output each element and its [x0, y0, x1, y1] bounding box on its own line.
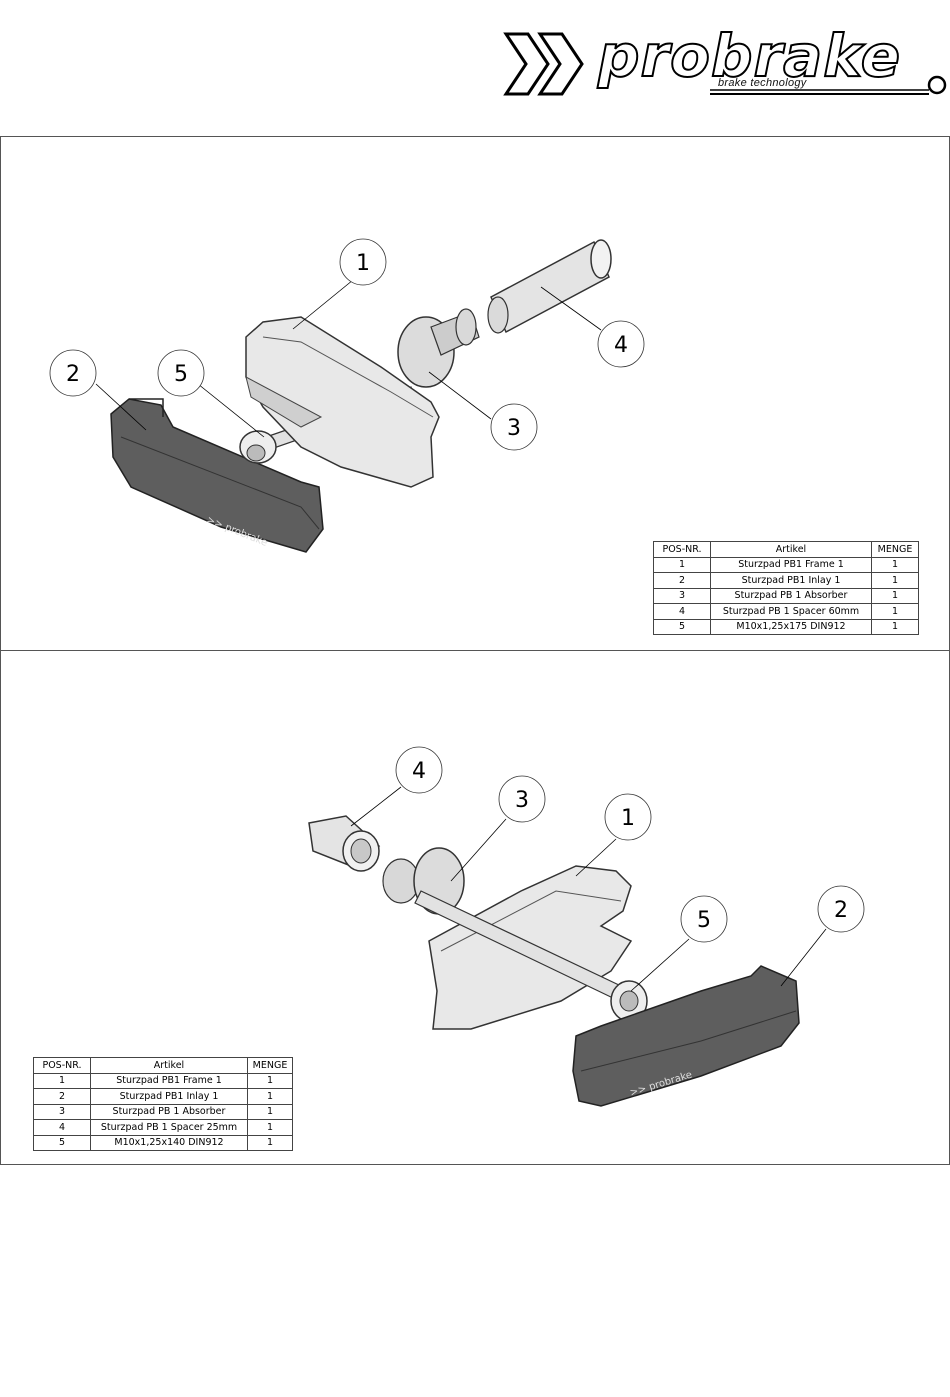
callout-3 [490, 403, 538, 451]
bom-cell: 1 [871, 603, 919, 620]
callout-1-label: 1 [621, 806, 635, 831]
bom-cell: 4 [33, 1119, 91, 1136]
bom-cell: 1 [247, 1103, 293, 1120]
bom-header-row: POS-NR. Artikel MENGE [653, 541, 919, 558]
brand-wordmark: probrake [597, 21, 902, 91]
frame-part [245, 316, 440, 488]
bom-cell: Sturzpad PB 1 Absorber [710, 587, 872, 604]
bom-cell: 1 [871, 618, 919, 635]
bom-cell: 1 [871, 572, 919, 589]
callout-4-label: 4 [412, 759, 426, 784]
bom-header-pos: POS-NR. [33, 1057, 91, 1074]
callout-2 [817, 885, 865, 933]
bom-header-menge: MENGE [871, 541, 919, 558]
bom-cell: Sturzpad PB 1 Spacer 60mm [710, 603, 872, 620]
bom-cell: 1 [871, 556, 919, 573]
bom-cell: 4 [653, 603, 711, 620]
callout-2 [49, 349, 97, 397]
bom-cell: 1 [247, 1088, 293, 1105]
bom-header-pos: POS-NR. [653, 541, 711, 558]
exploded-drawing-top: >> probrake [49, 238, 645, 553]
exploded-drawing-bottom: >> probrake 4 3 1 5 2 [308, 746, 865, 1107]
bom-cell: M10x1,25x140 DIN912 [90, 1134, 248, 1151]
bom-cell: 1 [33, 1072, 91, 1089]
bom-cell: 1 [247, 1119, 293, 1136]
bom-cell: 2 [653, 572, 711, 589]
bolt-part [414, 890, 648, 1022]
assembly-view-bottom: >> probrake 4 3 1 5 2 POS-NR. Artik [0, 650, 950, 1165]
callout-3-label: 3 [515, 788, 529, 813]
absorber-part [397, 308, 480, 388]
bom-header-menge: MENGE [247, 1057, 293, 1074]
callout-5 [157, 349, 205, 397]
brand-tagline: brake technology [718, 77, 807, 89]
callout-1-label: 1 [356, 251, 370, 276]
bom-cell: Sturzpad PB 1 Spacer 25mm [90, 1119, 248, 1136]
callout-5 [680, 895, 728, 943]
callout-1 [604, 793, 652, 841]
callout-4 [395, 746, 443, 794]
callout-3 [498, 775, 546, 823]
callout-5-label: 5 [697, 908, 711, 933]
callout-4-label: 4 [614, 333, 628, 358]
bom-header-artikel: Artikel [710, 541, 872, 558]
bom-cell: 2 [33, 1088, 91, 1105]
bom-cell: Sturzpad PB 1 Absorber [90, 1103, 248, 1120]
callout-4 [597, 320, 645, 368]
bom-cell: 1 [247, 1134, 293, 1151]
bom-cell: Sturzpad PB1 Frame 1 [710, 556, 872, 573]
callout-3-label: 3 [507, 416, 521, 441]
bom-cell: Sturzpad PB1 Inlay 1 [710, 572, 872, 589]
callout-2-label: 2 [834, 898, 848, 923]
spacer-part [308, 815, 381, 872]
bom-cell: Sturzpad PB1 Frame 1 [90, 1072, 248, 1089]
inlay-part: >> probrake [110, 398, 324, 553]
chevrons-icon [503, 32, 947, 96]
callout-1 [339, 238, 387, 286]
bom-cell: M10x1,25x175 DIN912 [710, 618, 872, 635]
bom-cell: 1 [653, 556, 711, 573]
bom-cell: 3 [653, 587, 711, 604]
callout-5-label: 5 [174, 362, 188, 387]
bom-cell: 1 [247, 1072, 293, 1089]
spacer-part [487, 239, 612, 334]
bom-cell: 3 [33, 1103, 91, 1120]
bom-header-artikel: Artikel [90, 1057, 248, 1074]
assembly-view-top: >> probrake [0, 136, 950, 651]
bom-cell: 5 [33, 1134, 91, 1151]
bom-cell: 5 [653, 618, 711, 635]
bom-cell: Sturzpad PB1 Inlay 1 [90, 1088, 248, 1105]
bom-header-row: POS-NR. Artikel MENGE [33, 1057, 293, 1074]
bom-cell: 1 [871, 587, 919, 604]
callout-2-label: 2 [66, 362, 80, 387]
